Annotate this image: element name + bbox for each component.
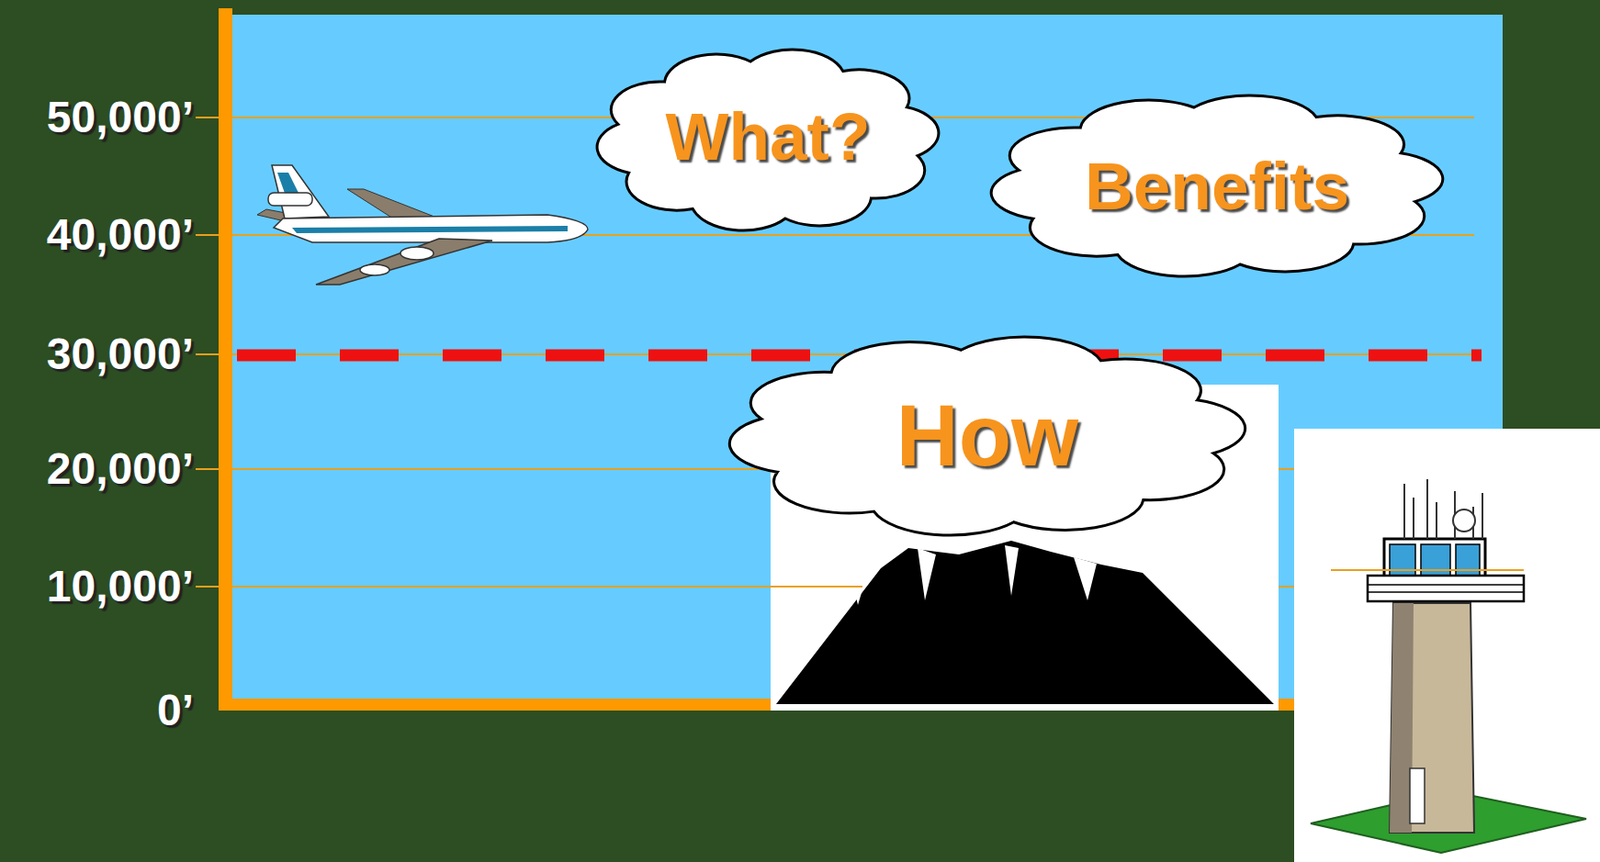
tower-railing [1367,575,1524,602]
altitude-label: 30,000’ [46,328,194,381]
cloud-path [991,95,1443,277]
cloud-shape: Benefits [964,76,1470,296]
tail-fin [271,165,329,219]
grid-line [770,585,863,588]
altitude-label: 0’ [157,685,194,737]
grid-line [1330,569,1524,572]
mountain-shape [776,540,1274,705]
altitude-label: 10,000’ [46,561,194,613]
cloud-shape: How [698,315,1276,557]
altitude-label: 20,000’ [46,443,194,496]
altitude-label: 40,000’ [46,209,194,261]
tower-shaft [1389,603,1475,834]
cloud-label: What? [665,98,871,175]
cloud-label: Benefits [1084,147,1350,225]
grid-line [195,585,1475,588]
tail-engine [268,192,313,206]
snow-drips [844,545,1097,606]
cloud-shape: What? [576,30,959,250]
wing-engine [360,264,390,276]
antennas [1404,479,1483,540]
fuselage [273,214,588,243]
wing-engine [400,247,434,260]
cloud-label: How [896,386,1079,486]
railing-bars [1367,585,1524,593]
cloud-path [729,337,1245,536]
far-wing [347,189,440,219]
airplane-illustration [255,161,592,288]
near-wing [315,238,493,285]
y-axis [218,8,233,711]
fuselage-stripe [292,225,568,234]
altitude-label: 50,000’ [46,91,194,144]
control-tower-illustration [1294,428,1600,862]
radar-dish [1453,509,1476,532]
cloud-path [597,49,939,231]
tower-door [1409,768,1425,824]
tower-panel [1294,428,1600,862]
